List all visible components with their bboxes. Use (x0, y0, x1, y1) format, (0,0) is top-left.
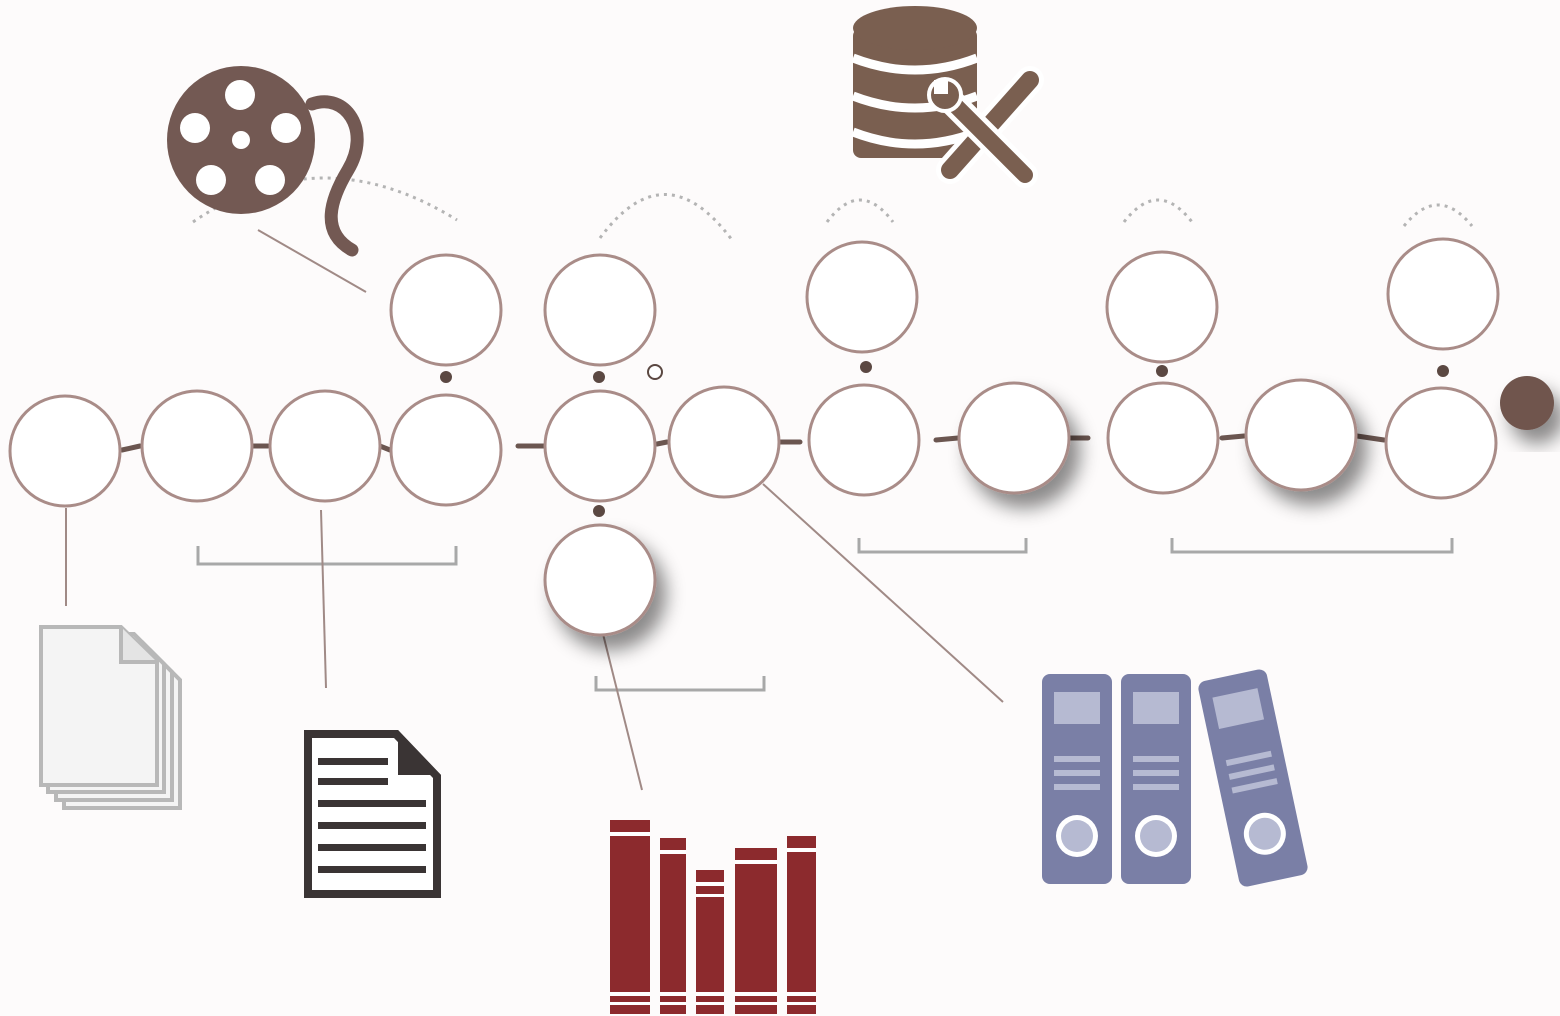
dotted-arc (1402, 203, 1474, 227)
leader-line (762, 483, 1004, 703)
node-shadowed (1244, 378, 1358, 492)
connector (654, 439, 670, 447)
film-reel-icon (167, 66, 364, 257)
nodes (8, 237, 1554, 637)
database-tools-icon (851, 6, 1044, 188)
node-dot (440, 371, 452, 383)
node (1384, 386, 1498, 500)
connectors (119, 433, 1387, 453)
bracket (1170, 538, 1454, 554)
binders-icon (1042, 669, 1308, 887)
small-dots (440, 361, 1449, 517)
text-document-icon (304, 730, 441, 898)
node (543, 389, 657, 503)
node (1105, 250, 1219, 364)
node-dot (1437, 365, 1449, 377)
connector (119, 443, 143, 453)
node (805, 240, 919, 354)
leader-line (257, 229, 367, 293)
node-dot (593, 371, 605, 383)
node (389, 253, 503, 367)
connector (1354, 433, 1387, 443)
node (1386, 237, 1500, 351)
document-stack-icon (39, 625, 182, 810)
node-shadowed (957, 381, 1071, 495)
bracket (857, 538, 1028, 554)
node-dot (593, 505, 605, 517)
node-dot (1156, 365, 1168, 377)
brackets (196, 538, 1454, 692)
node (8, 394, 122, 508)
books-icon (610, 820, 816, 1014)
leader-lines (65, 229, 1004, 791)
connector (1219, 433, 1247, 441)
leader-line (320, 509, 327, 689)
node (389, 393, 503, 507)
node (807, 383, 921, 497)
dotted-arc (598, 193, 734, 241)
bracket (594, 676, 766, 692)
end-node (1500, 376, 1554, 430)
hollow-dot (647, 364, 663, 380)
bracket (196, 546, 458, 566)
connector (933, 435, 961, 443)
dotted-arc (192, 176, 458, 224)
dotted-arc (1122, 198, 1194, 223)
node-dot (860, 361, 872, 373)
node-shadowed (543, 523, 657, 637)
node (1106, 381, 1220, 495)
dotted-arcs (192, 176, 1474, 241)
node (268, 389, 382, 503)
node (667, 385, 781, 499)
leader-line (601, 629, 643, 791)
node (140, 389, 254, 503)
node (543, 253, 657, 367)
dotted-arc (825, 198, 895, 223)
connector (377, 443, 393, 453)
